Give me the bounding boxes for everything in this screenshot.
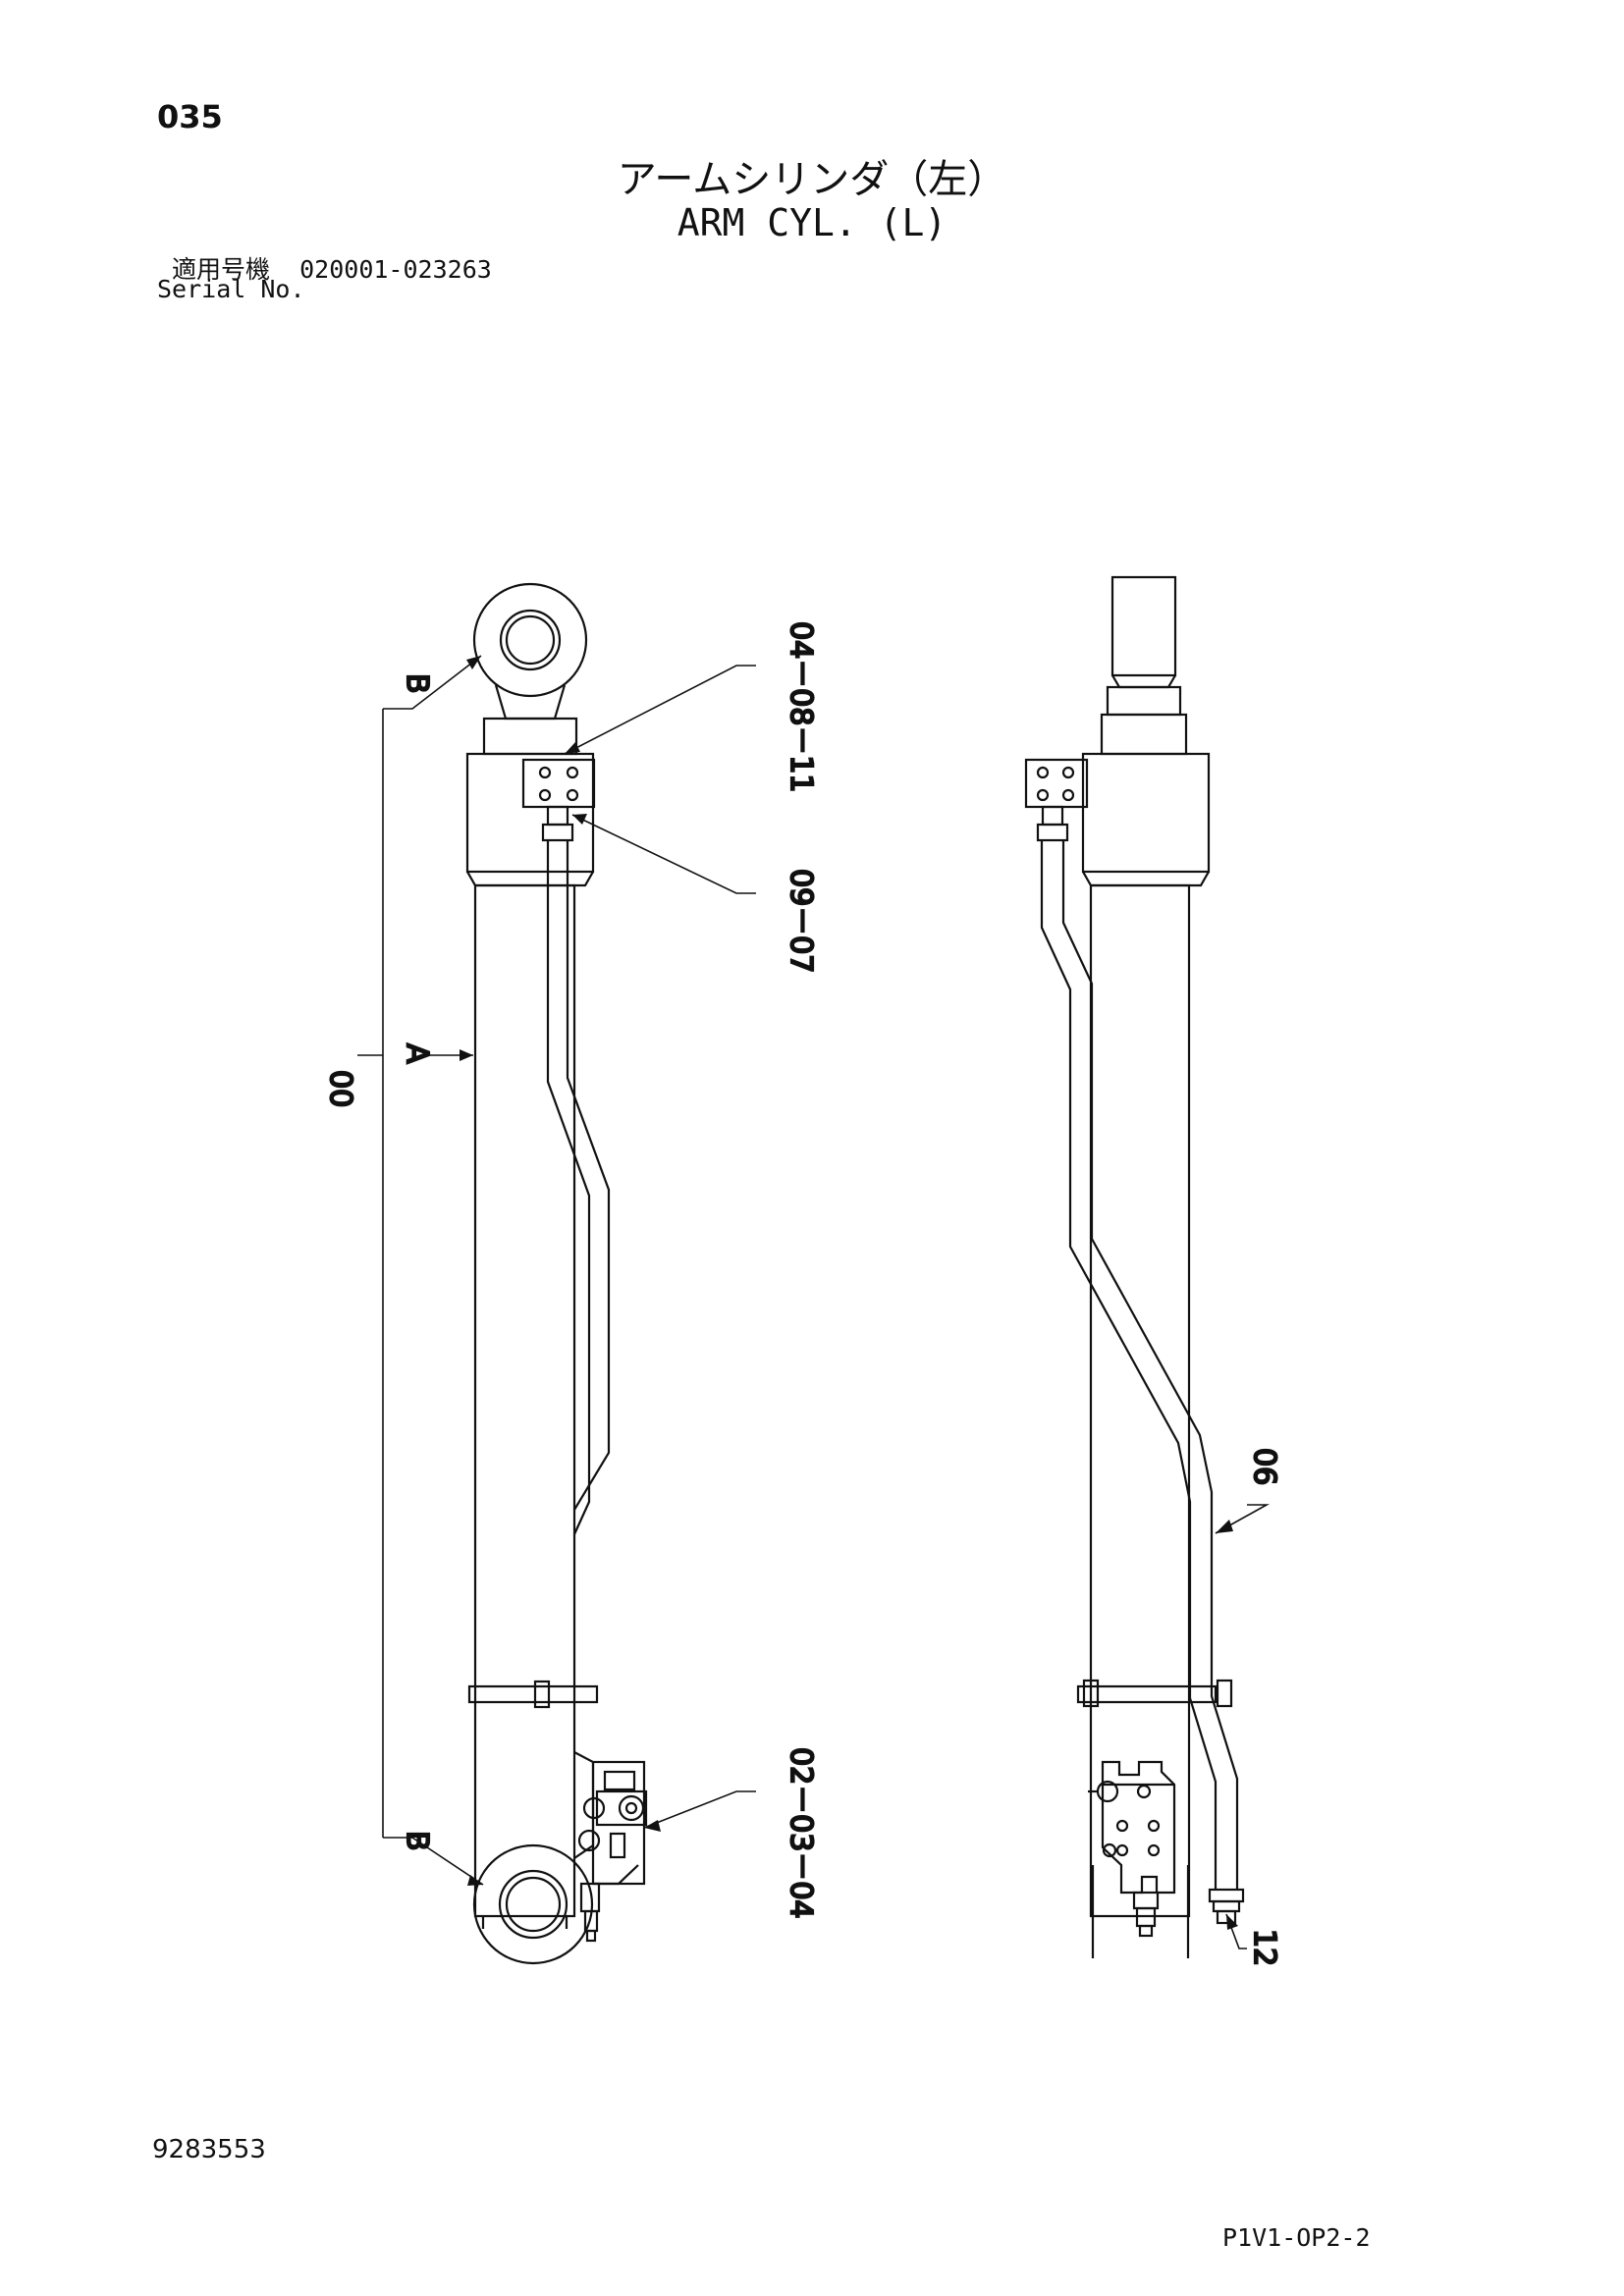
page-number: 035 [157, 98, 223, 135]
right-arrowheads [1216, 1520, 1238, 1930]
bottom-rod-eye [472, 1843, 594, 1965]
serial-label-japanese: 適用号機 [172, 255, 271, 284]
callout-04-08-11: 04－08－11 [784, 621, 818, 793]
serial-range-line: 適用号機 020001-023263 [172, 250, 492, 286]
callout-a: A [400, 1043, 434, 1064]
callout-02-03-04: 02－03－04 [784, 1747, 818, 1919]
serial-range: 020001-023263 [299, 255, 492, 284]
left-pipe-line [546, 840, 591, 1535]
left-barrel [473, 883, 576, 1918]
right-barrel [1089, 883, 1191, 1918]
right-leaders [1215, 1504, 1271, 1949]
right-view-cylinder [1024, 575, 1245, 1958]
title-english: ARM CYL. (L) [677, 201, 947, 244]
callout-09-07: 09－07 [784, 869, 818, 973]
callout-00: 00 [323, 1070, 357, 1107]
left-head-cap [465, 752, 595, 874]
document-number: 9283553 [152, 2135, 266, 2164]
serial-label-english: Serial No. [157, 275, 305, 303]
title-japanese: アームシリンダ（左） [617, 157, 1007, 202]
right-pipe-line [1040, 840, 1218, 1890]
right-clamp-band [1076, 1684, 1218, 1704]
right-head-cap [1081, 752, 1211, 874]
right-valve-block [1101, 1760, 1176, 1895]
callout-b-top: B [400, 673, 434, 694]
page-code: P1V1-OP2-2 [1222, 2223, 1371, 2252]
callout-12: 12 [1247, 1929, 1281, 1966]
top-rod-eye [472, 582, 588, 698]
left-leaders [357, 655, 756, 1886]
left-view-cylinder [465, 582, 648, 1965]
left-arrowheads [460, 656, 661, 1886]
callout-06: 06 [1247, 1448, 1281, 1485]
left-clamp-band [467, 1684, 599, 1704]
right-piston-rod [1110, 575, 1177, 677]
callout-b-bottom: B [400, 1831, 434, 1851]
